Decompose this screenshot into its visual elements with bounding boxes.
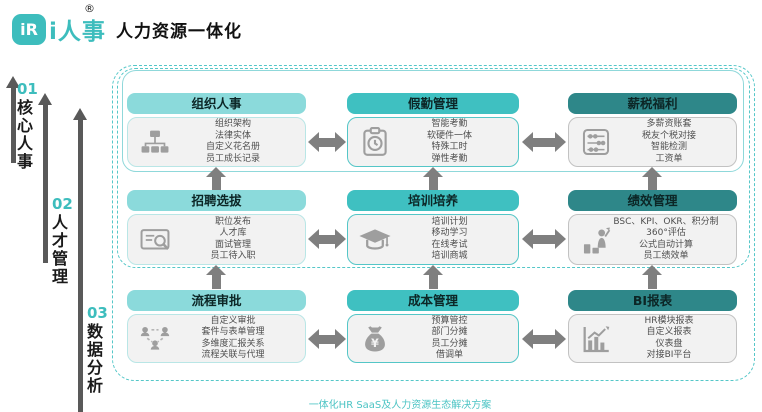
feature-item: 培训计划 [431,216,468,227]
double-arrow-icon [522,131,566,153]
module-card-payroll-tax: 薪税福利 多薪资账套 税友个税对接 智能检测 工资单 [568,93,737,167]
feature-item: 部门分摊 [431,327,468,337]
double-arrow-icon [308,131,346,153]
graduation-cap-icon [359,228,391,250]
feature-item: 弹性考勤 [431,153,468,164]
approval-flow-icon [140,326,170,350]
feature-item: 多维度汇报关系 [201,338,265,349]
feature-item: 工资单 [655,153,683,164]
registered-trademark-mark: ® [84,2,95,15]
feature-item: 自定义审批 [210,315,256,326]
up-arrow-icon [642,265,662,289]
feature-item: 法律实体 [214,130,251,141]
stage-label-core-hr: 核心人事 [14,99,33,171]
module-title: 绩效管理 [568,190,737,211]
module-card-workflow-approval: 流程审批 自定义审批 套件与表单管理 多维度汇报关系 流程关联与代理 [127,290,306,363]
feature-item: 职位发布 [214,216,251,227]
feature-item: 税友个税对接 [641,130,696,141]
feature-item: 特殊工时 [431,142,468,152]
feature-item: 流程关联与代理 [201,350,265,360]
up-arrow-icon [423,167,443,190]
feature-item: 公式自动计算 [638,239,693,250]
stage-arrow-2 [38,93,52,263]
double-arrow-icon [308,328,346,350]
stage-number-1: 01 [17,80,38,98]
feature-item: 借调单 [435,350,463,360]
resume-search-icon [140,228,170,250]
bottom-caption: 一体化HR SaaS及人力资源生态解决方案 [308,400,492,411]
module-card-attendance: 假勤管理 智能考勤 软硬件一体 特殊工时 弹性考勤 [347,93,519,167]
brand-logo-icon: iR [12,14,46,45]
feature-item: 软硬件一体 [426,130,472,141]
module-title: 假勤管理 [347,93,519,114]
feature-item: 预算管控 [431,315,468,326]
feature-item: 自定义报表 [646,327,692,337]
stage-number-2: 02 [52,195,73,213]
attendance-clock-icon [363,127,387,156]
hr-integration-diagram: { "brand": { "logo_glyph": "iR", "reg_ma… [6,2,755,412]
feature-item: 仪表盘 [655,338,683,349]
feature-item: 在线考试 [431,239,468,250]
up-arrow-icon [642,167,662,190]
feature-item: 套件与表单管理 [201,327,265,337]
svg-text:¥: ¥ [371,335,379,349]
feature-item: 自定义花名册 [205,142,260,152]
module-card-performance: 绩效管理 BSC、KPI、OKR、积分制 360°评估 公式自动计算 员工绩效单 [568,190,737,265]
arrow-up-icon [73,108,87,120]
stage-label-talent: 人才管理 [49,214,68,286]
bi-chart-icon [583,325,610,352]
module-title: 成本管理 [347,290,519,311]
feature-item: 移动学习 [431,228,468,238]
double-arrow-icon [522,328,566,350]
feature-item: 员工待入职 [210,251,256,261]
brand-name: i人事 [49,19,106,45]
performance-growth-icon [583,227,611,253]
module-title: 薪税福利 [568,93,737,114]
group-frame-data-analysis [112,65,755,381]
feature-item: 对接BI平台 [646,350,692,360]
arrow-up-icon [38,93,52,105]
feature-item: 培训商城 [431,251,468,261]
double-arrow-icon [522,228,566,250]
feature-item: 员工成长记录 [205,153,260,164]
feature-item: 组织架构 [214,119,251,129]
module-card-bi-report: BI报表 HR模块报表 自定义报表 仪表盘 对接BI平台 [568,290,737,363]
feature-item: 360°评估 [646,228,686,238]
page-title: 人力资源一体化 [116,22,242,42]
feature-item: 多薪资账套 [646,119,692,129]
feature-item: BSC、KPI、OKR、积分制 [613,216,719,227]
module-card-cost-management: 成本管理 ¥ 预算管控 部门分摊 员工分摊 借调单 [347,290,519,363]
module-card-recruitment: 招聘选拔 职位发布 人才库 面试管理 员工待入职 [127,190,306,265]
feature-item: 员工绩效单 [643,251,689,261]
module-title: 流程审批 [127,290,306,311]
feature-item: 人才库 [219,228,247,238]
feature-item: HR模块报表 [644,315,694,326]
module-title: 招聘选拔 [127,190,306,211]
double-arrow-icon [308,228,346,250]
module-title: 组织人事 [127,93,306,114]
module-card-training: 培训培养 培训计划 移动学习 在线考试 培训商城 [347,190,519,265]
up-arrow-icon [423,265,443,289]
abacus-icon [582,128,610,156]
money-bag-icon: ¥ [365,325,385,351]
org-chart-icon [141,130,169,153]
module-title: 培训培养 [347,190,519,211]
feature-item: 面试管理 [214,239,251,250]
up-arrow-icon [206,265,226,289]
module-title: BI报表 [568,290,737,311]
feature-item: 员工分摊 [431,338,468,349]
up-arrow-icon [206,167,226,190]
stage-label-data-analysis: 数据分析 [84,323,103,395]
feature-item: 智能检测 [650,142,687,152]
stage-arrow-3 [73,108,87,412]
feature-item: 智能考勤 [431,119,468,129]
arrow-up-icon [6,76,20,88]
stage-number-3: 03 [87,304,108,322]
stage-arrow-1 [6,76,20,163]
module-card-organization-hr: 组织人事 组织架构 法律实体 自定义花名册 员工成长记录 [127,93,306,167]
